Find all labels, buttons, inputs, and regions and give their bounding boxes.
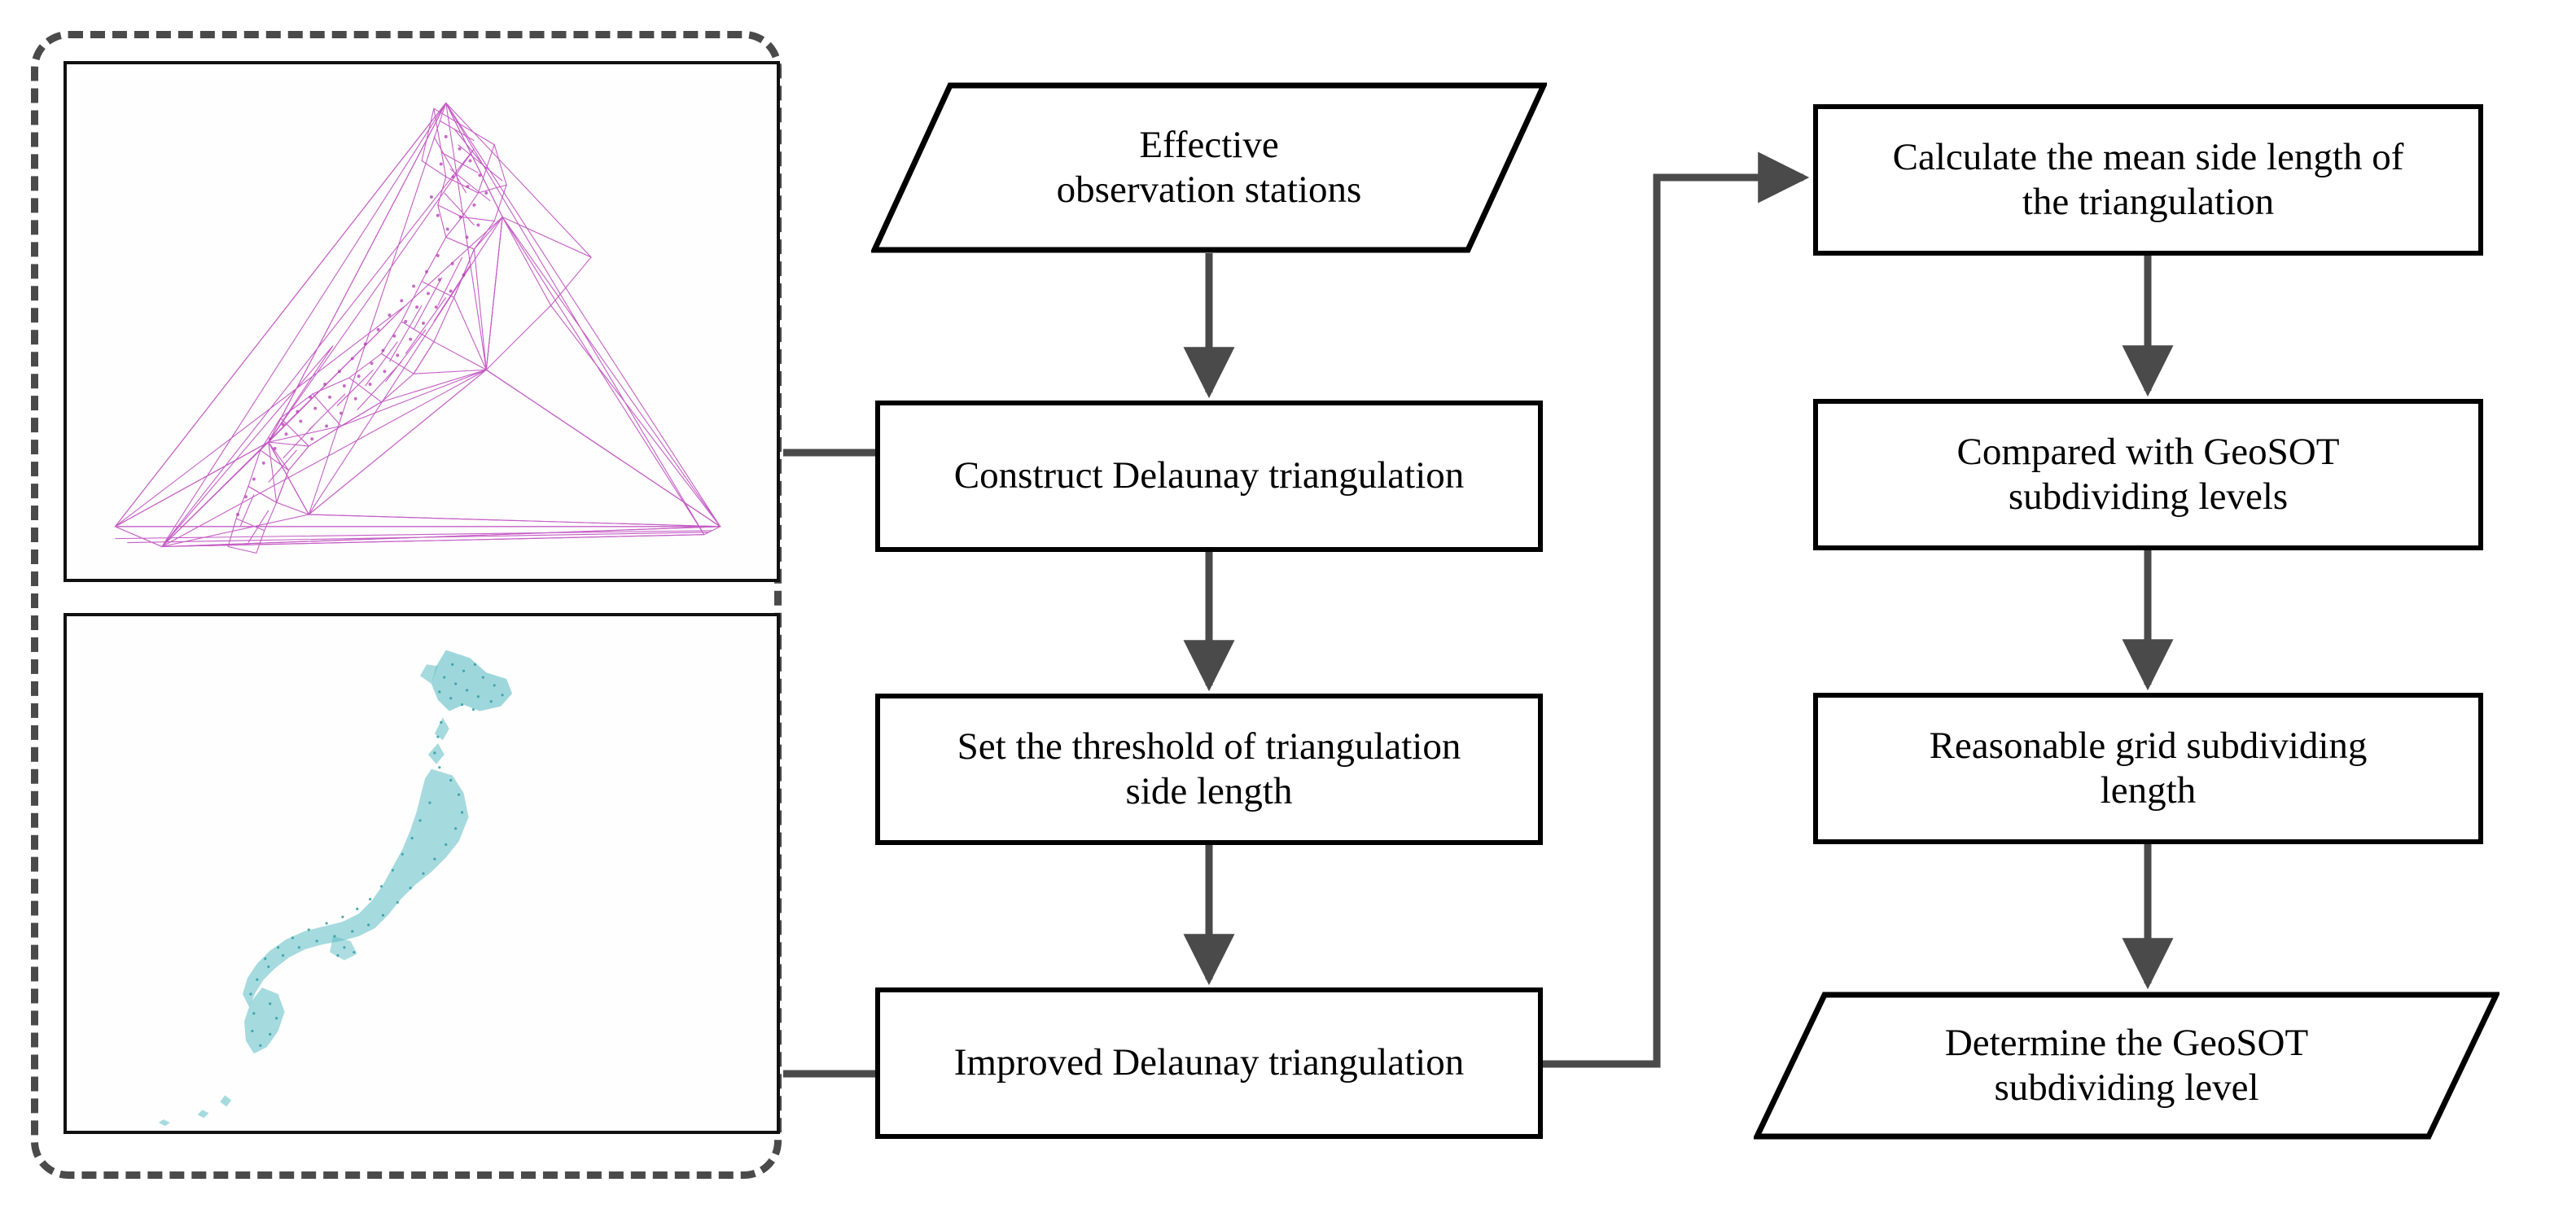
- node-label-line2: subdividing level: [1994, 1066, 2259, 1109]
- node-label-line1: Effective: [1139, 123, 1279, 166]
- node-label-line2: length: [2100, 769, 2197, 812]
- node-label-line2: side length: [1125, 770, 1293, 812]
- node-calculate-mean-side-length[interactable]: Calculate the mean side length of the tr…: [1813, 104, 2483, 256]
- triangulation-image: [64, 61, 780, 582]
- node-label-line2: the triangulation: [2022, 181, 2275, 223]
- node-compared-with-geosot-levels[interactable]: Compared with GeoSOT subdividing levels: [1813, 399, 2483, 550]
- stations-graphic: [158, 650, 512, 1127]
- node-label-line1: Reasonable grid subdividing: [1929, 724, 2368, 767]
- edge-improved-to-calculate: [1543, 151, 1810, 1068]
- node-effective-observation-stations[interactable]: Effective observation stations: [871, 82, 1547, 253]
- triangulation-graphic: [114, 103, 722, 554]
- node-reasonable-grid-subdividing-length[interactable]: Reasonable grid subdividing length: [1813, 693, 2483, 844]
- node-label-line2: subdividing levels: [2008, 475, 2289, 518]
- node-label-line1: Improved Delaunay triangulation: [953, 1041, 1465, 1084]
- node-label-line1: Determine the GeoSOT: [1944, 1021, 2309, 1064]
- node-label-line1: Calculate the mean side length of: [1892, 135, 2404, 178]
- node-label-line1: Compared with GeoSOT: [1956, 430, 2340, 473]
- node-improved-delaunay-triangulation[interactable]: Improved Delaunay triangulation: [875, 987, 1543, 1139]
- input-data-group-panel: [31, 31, 782, 1179]
- node-determine-geosot-subdividing-level[interactable]: Determine the GeoSOT subdividing level: [1754, 992, 2499, 1140]
- node-set-threshold-side-length[interactable]: Set the threshold of triangulation side …: [875, 694, 1543, 845]
- node-construct-delaunay-triangulation[interactable]: Construct Delaunay triangulation: [875, 401, 1543, 552]
- observation-stations-image: [64, 613, 780, 1134]
- node-label-line1: Construct Delaunay triangulation: [953, 454, 1465, 497]
- node-label-line1: Set the threshold of triangulation: [957, 725, 1461, 768]
- node-label-line2: observation stations: [1056, 169, 1362, 211]
